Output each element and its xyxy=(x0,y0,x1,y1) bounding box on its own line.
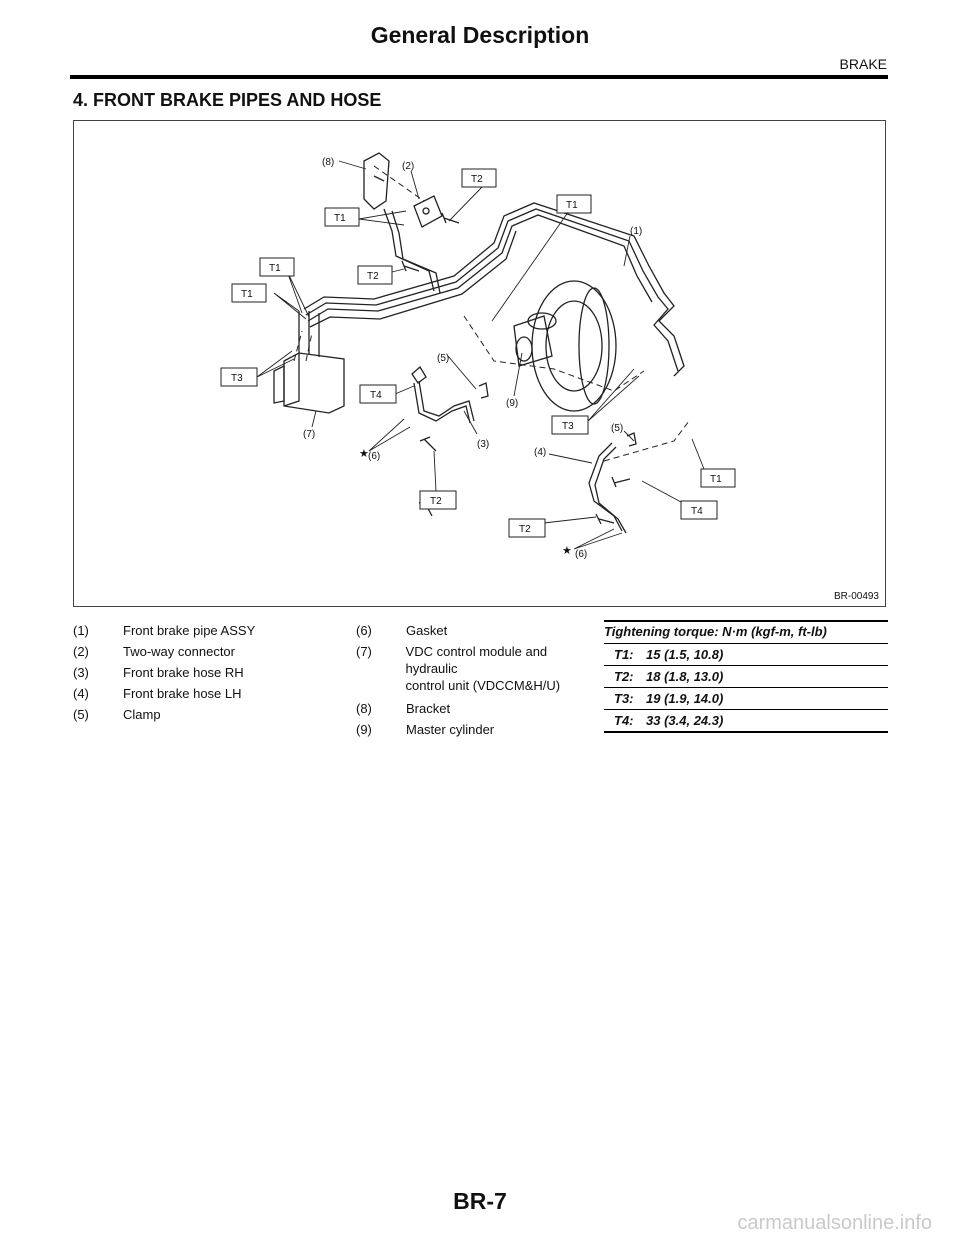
front-brake-pipe-assy xyxy=(303,202,685,377)
callout-6-right: (6) xyxy=(575,549,587,560)
figure-box: (8) (2) (1) (5) (9) (3) (7) (6) (4) (5) … xyxy=(73,120,886,607)
torque-tag: T1 xyxy=(324,207,360,227)
torque-tag: T3 xyxy=(551,415,589,435)
watermark: carmanualsonline.info xyxy=(737,1212,932,1234)
clamp xyxy=(626,432,637,447)
star-icon: ★ xyxy=(359,448,369,460)
clamp xyxy=(478,382,489,399)
svg-text:T1: T1 xyxy=(710,474,722,485)
torque-tag: T1 xyxy=(231,283,267,303)
callout-9: (9) xyxy=(506,398,518,409)
two-way-connector xyxy=(413,195,443,228)
callout-5-right: (5) xyxy=(611,423,623,434)
torque-tag: T4 xyxy=(680,500,718,520)
callout-3: (3) xyxy=(477,439,489,450)
svg-text:T2: T2 xyxy=(471,174,483,185)
legend-item: (9)Master cylinder xyxy=(356,722,495,737)
star-icon: ★ xyxy=(562,545,572,557)
callout-1: (1) xyxy=(630,226,642,237)
torque-tag: T1 xyxy=(556,194,592,214)
torque-row: T4:33 (3.4, 24.3) xyxy=(604,710,888,733)
svg-text:T4: T4 xyxy=(691,506,703,517)
torque-tag: T1 xyxy=(259,257,295,277)
section-name: BRAKE xyxy=(839,56,887,72)
front-brake-hose-rh xyxy=(411,365,475,424)
legend-item: (3)Front brake hose RH xyxy=(73,665,244,680)
torque-table: Tightening torque: N·m (kgf-m, ft-lb) T1… xyxy=(604,620,888,733)
torque-tag: T1 xyxy=(700,468,736,488)
legend-item: (5)Clamp xyxy=(73,707,161,722)
brake-diagram: (8) (2) (1) (5) (9) (3) (7) (6) (4) (5) … xyxy=(220,152,736,560)
svg-text:T1: T1 xyxy=(334,213,346,224)
torque-row: T3:19 (1.9, 14.0) xyxy=(604,688,888,710)
svg-text:T1: T1 xyxy=(241,289,253,300)
figure-id: BR-00493 xyxy=(833,591,879,602)
torque-heading: Tightening torque: N·m (kgf-m, ft-lb) xyxy=(604,620,888,644)
callout-8: (8) xyxy=(322,157,334,168)
svg-text:T1: T1 xyxy=(566,200,578,211)
svg-text:T1: T1 xyxy=(269,263,281,274)
torque-tag: T3 xyxy=(220,367,258,387)
torque-tag: T2 xyxy=(508,518,546,538)
svg-text:T4: T4 xyxy=(370,390,382,401)
vdc-control-unit xyxy=(273,311,345,414)
torque-row: T2:18 (1.8, 13.0) xyxy=(604,666,888,688)
legend-item: (6)Gasket xyxy=(356,623,448,638)
svg-text:T2: T2 xyxy=(367,271,379,282)
callout-2: (2) xyxy=(402,161,414,172)
legend-item: (2)Two-way connector xyxy=(73,644,235,659)
svg-text:T2: T2 xyxy=(430,496,442,507)
master-cylinder xyxy=(513,280,617,412)
svg-text:T3: T3 xyxy=(231,373,243,384)
callout-4: (4) xyxy=(534,447,546,458)
callout-6-left: (6) xyxy=(368,451,380,462)
legend-item: (7)VDC control module and hydraulic cont… xyxy=(356,644,561,693)
legend-item: (1)Front brake pipe ASSY xyxy=(73,623,256,638)
bolts xyxy=(401,212,631,525)
legend-left: (1)Front brake pipe ASSY (2)Two-way conn… xyxy=(73,620,343,725)
section-heading: 4. FRONT BRAKE PIPES AND HOSE xyxy=(73,90,382,110)
torque-tag: T2 xyxy=(419,490,457,510)
legend-item: (8)Bracket xyxy=(356,701,451,716)
svg-text:T3: T3 xyxy=(562,421,574,432)
callout-5-left: (5) xyxy=(437,353,449,364)
legend-middle: (6)Gasket (7)VDC control module and hydr… xyxy=(356,620,601,740)
svg-text:T2: T2 xyxy=(519,524,531,535)
torque-tag: T2 xyxy=(461,168,497,188)
torque-row: T1:15 (1.5, 10.8) xyxy=(604,644,888,666)
header-rule xyxy=(70,75,888,79)
callout-7: (7) xyxy=(303,429,315,440)
torque-tag: T2 xyxy=(357,265,393,285)
legend-item: (4)Front brake hose LH xyxy=(73,686,242,701)
front-brake-hose-lh xyxy=(588,442,627,534)
page-title: General Description xyxy=(370,22,590,48)
torque-tag: T4 xyxy=(359,384,397,404)
bracket xyxy=(363,152,390,210)
page-number: BR-7 xyxy=(453,1188,507,1214)
